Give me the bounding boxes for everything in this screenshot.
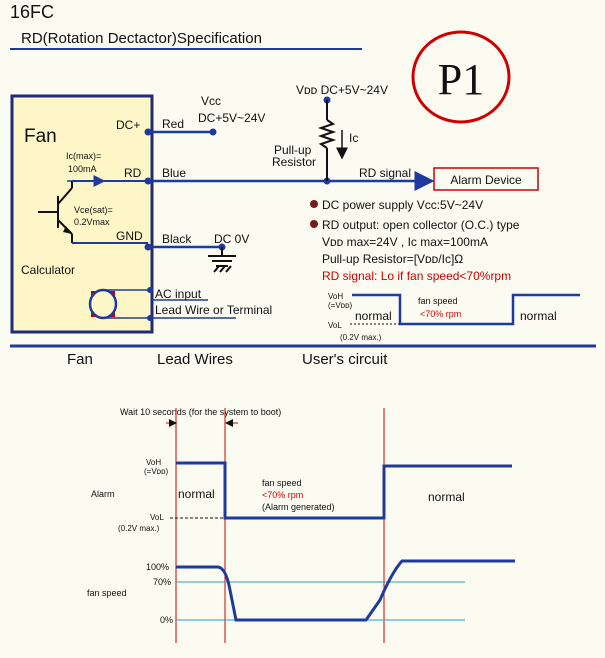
mini-lt70: <70% rpm [420, 309, 461, 319]
fan-speed-axis: fan speed [87, 588, 127, 598]
ac-motor-icon [88, 288, 118, 320]
section-lead-wires: Lead Wires [157, 351, 233, 368]
spec-line-3: Vᴅᴅ max=24V , Ic max=100mA [322, 235, 488, 249]
vdd-range: Vᴅᴅ DC+5V~24V [296, 83, 388, 97]
alarm-device-label: Alarm Device [450, 173, 522, 187]
alarm-device-box [433, 167, 539, 191]
ic-max-value: 100mA [68, 164, 97, 174]
timing-fan-speed-3: (Alarm generated) [262, 502, 335, 512]
ac-input-label: AC input [155, 287, 202, 301]
vce-sat-label: Vce(sat)= [74, 205, 113, 215]
rd-signal-label: RD signal [359, 166, 411, 180]
wire-black-label: Black [162, 232, 192, 246]
pct-70: 70% [153, 577, 171, 587]
timing-normal-left: normal [178, 487, 215, 501]
timing-voh-sub: (=Vᴅᴅ) [144, 467, 168, 476]
section-users-circuit: User's circuit [302, 351, 388, 368]
pct-100: 100% [146, 562, 169, 572]
vce-sat-value: 0.2Vmax [74, 217, 110, 227]
mini-vol-sub: (0.2V max.) [340, 333, 382, 342]
timing-vol: VoL [150, 513, 164, 522]
mini-normal-left: normal [355, 309, 392, 323]
vcc-range: DC+5V~24V [198, 111, 265, 125]
fan-label: Fan [24, 126, 57, 147]
section-fan: Fan [67, 351, 93, 368]
mini-waveform [352, 293, 580, 326]
page-badge: P1 [438, 55, 484, 104]
calculator-label: Calculator [21, 263, 75, 277]
mini-fan-speed: fan speed [418, 296, 458, 306]
spec-line-2: RD output: open collector (O.C.) type [322, 218, 520, 232]
mini-normal-right: normal [520, 309, 557, 323]
pullup-resistor [317, 119, 337, 149]
pullup-label-1: Pull-up [274, 143, 312, 157]
ic-label: Ic [349, 131, 358, 145]
model-title: 16FC [10, 2, 55, 22]
wire-blue-label: Blue [162, 166, 186, 180]
pin-gnd: GND [116, 229, 143, 243]
mini-voh-sub: (=Vᴅᴅ) [328, 301, 352, 310]
vcc-label: Vcc [201, 94, 221, 108]
pin-rd: RD [124, 166, 142, 180]
wait-note: Wait 10 seconds (for the system to boot) [120, 407, 281, 417]
fan-speed-waveform [176, 559, 515, 622]
timing-alarm-label: Alarm [91, 489, 115, 499]
ground-symbol [208, 247, 236, 273]
ic-max-label: Ic(max)= [66, 151, 101, 161]
pin-dc: DC+ [116, 118, 140, 132]
fan-box [10, 94, 154, 334]
page-badge-circle [411, 30, 511, 124]
lead-wire-label: Lead Wire or Terminal [155, 303, 272, 317]
timing-normal-right: normal [428, 490, 465, 504]
dc0v-label: DC 0V [214, 232, 249, 246]
spec-line-4: Pull-up Resistor=[Vᴅᴅ/Ic]Ω [322, 252, 463, 266]
alarm-waveform [176, 461, 512, 520]
pct-0: 0% [160, 615, 173, 625]
spec-line-5: RD signal: Lo if fan speed<70%rpm [322, 269, 511, 283]
mini-vol: VoL [328, 321, 342, 330]
spec-subtitle: RD(Rotation Dectactor)Specification [21, 30, 262, 47]
timing-fan-speed-2: <70% rpm [262, 490, 303, 500]
pullup-label-2: Resistor [272, 155, 316, 169]
spec-line-1: DC power supply Vcc:5V~24V [322, 198, 483, 212]
timing-voh: VoH [146, 458, 161, 467]
timing-vol-sub: (0.2V max.) [118, 524, 160, 533]
mini-voh: VoH [328, 292, 343, 301]
wire-red-label: Red [162, 117, 184, 131]
timing-fan-speed-1: fan speed [262, 478, 302, 488]
